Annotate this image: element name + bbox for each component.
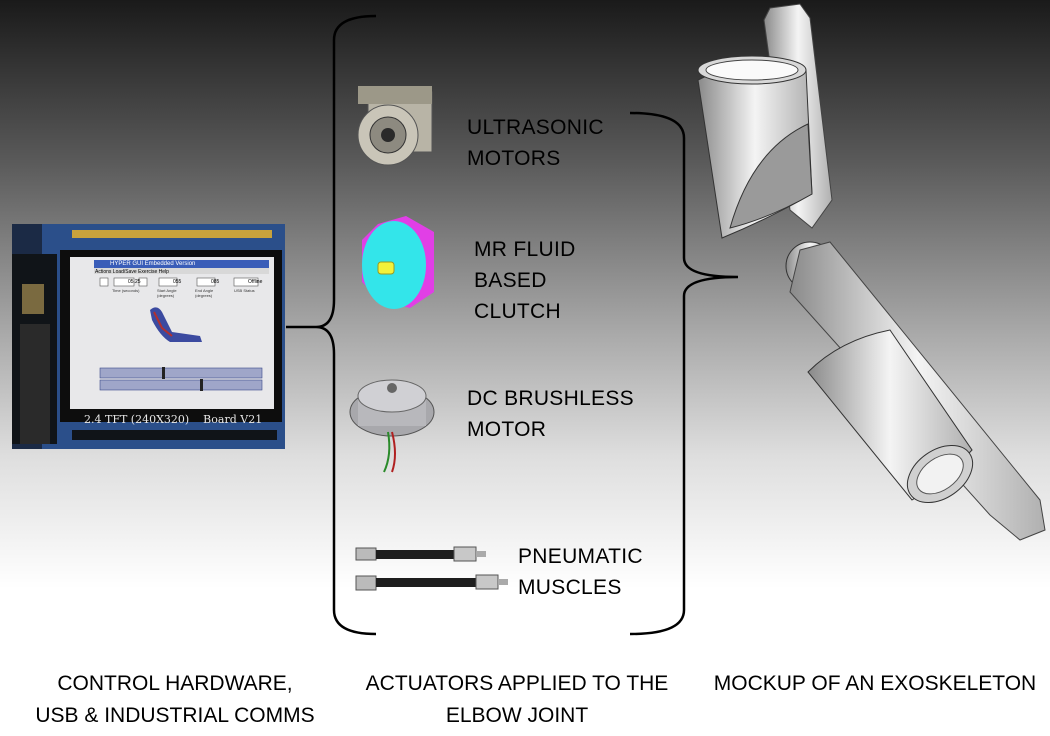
dc-brushless-motor-label: DC BRUSHLESS MOTOR (467, 383, 634, 445)
pneumatic-muscles-image (355, 546, 508, 591)
ultrasonic-motors-label: ULTRASONIC MOTORS (467, 112, 604, 174)
caption-exoskeleton: MOCKUP OF AN EXOSKELETON (713, 672, 1037, 695)
time-label: Time (seconds) (112, 288, 140, 293)
time-field: 05.25 (128, 279, 141, 285)
caption-center-line-2: ELBOW JOINT (445, 704, 589, 727)
board-menu: Actions Load/Save Exercise Help (95, 269, 169, 275)
control-board-photo: HYPER GUI Embedded Version Actions Load/… (12, 224, 285, 449)
ultrasonic-line-2: MOTORS (467, 147, 561, 170)
mr-fluid-line-3: CLUTCH (474, 300, 561, 323)
ultrasonic-line-1: ULTRASONIC (467, 116, 604, 139)
caption-control-hardware: CONTROL HARDWARE, USB & INDUSTRIAL COMMS (20, 668, 330, 732)
end-angle-label: End Angle (degrees) (195, 288, 214, 298)
right-brace (629, 111, 739, 636)
pneumatic-line-1: PNEUMATIC (518, 545, 643, 568)
usb-status-label: USB Status (234, 288, 255, 293)
caption-left-line-2: USB & INDUSTRIAL COMMS (35, 704, 315, 727)
end-angle-field: 085 (211, 279, 220, 285)
dc-brushless-line-1: DC BRUSHLESS (467, 387, 634, 410)
dc-brushless-line-2: MOTOR (467, 418, 547, 441)
mr-fluid-line-1: MR FLUID (474, 238, 576, 261)
pneumatic-muscles-label: PNEUMATIC MUSCLES (518, 541, 643, 603)
mr-fluid-clutch-label: MR FLUID BASED CLUTCH (474, 234, 576, 327)
caption-left-line-1: CONTROL HARDWARE, (57, 672, 293, 695)
mr-fluid-clutch-image (362, 216, 434, 309)
caption-center-line-1: ACTUATORS APPLIED TO THE (365, 672, 669, 695)
board-illustration (12, 224, 285, 449)
start-angle-label: Start Angle (degrees) (157, 288, 177, 298)
window-title: HYPER GUI Embedded Version (110, 261, 196, 267)
ultrasonic-motor-image (357, 86, 433, 166)
left-brace (315, 14, 377, 636)
caption-actuators: ACTUATORS APPLIED TO THE ELBOW JOINT (352, 668, 682, 732)
start-angle-field: 055 (173, 279, 182, 285)
pneumatic-line-2: MUSCLES (518, 576, 622, 599)
dc-brushless-motor-image (349, 379, 435, 473)
board-silkscreen: 2.4 TFT (240X320) Board V21 (84, 413, 263, 426)
usb-status-field: Offline (248, 279, 263, 285)
mr-fluid-line-2: BASED (474, 269, 547, 292)
